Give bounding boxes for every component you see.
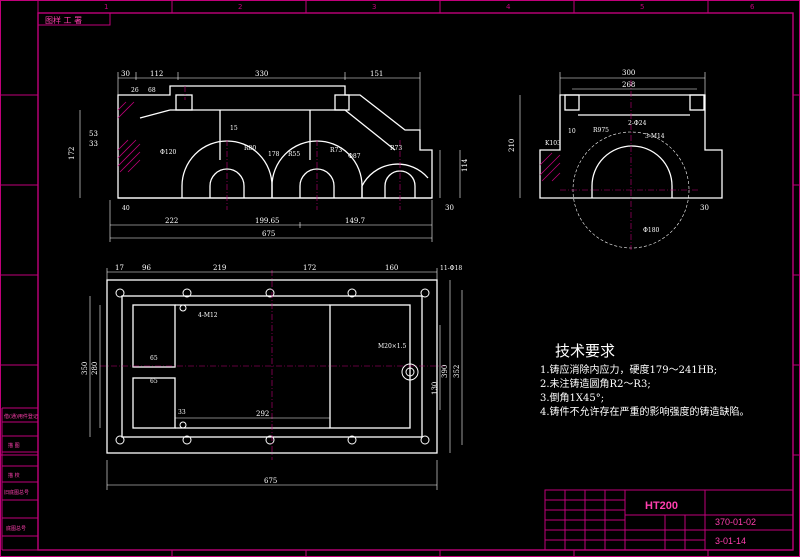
side-note: Φ180 xyxy=(643,227,660,234)
side-note: K103 xyxy=(545,140,561,147)
side-label: 旧底图总号 xyxy=(4,489,29,496)
front-note: 26 xyxy=(131,87,139,94)
tech-req-item: 3.倒角1X45°; xyxy=(540,392,604,404)
front-note: 40 xyxy=(122,205,130,212)
plan-dim-mid: 292 xyxy=(256,410,269,418)
front-note: 178 xyxy=(268,151,280,158)
technical-requirements: 技术要求 1.铸应消除内应力，硬度179～241HB; 2.未注铸造圆角R2～R… xyxy=(540,342,750,418)
title-block: HT200 370-01-02 3-01-14 xyxy=(544,489,794,551)
corner-stamp: 图样 工 署 xyxy=(45,15,82,25)
front-view: 30 112 330 151 172 53 33 222 199.65 149.… xyxy=(68,70,469,242)
front-note: 15 xyxy=(230,125,238,132)
plan-dim-top: 96 xyxy=(142,264,151,272)
tech-req-item: 2.未注铸造圆角R2～R3; xyxy=(540,377,651,390)
inner-border xyxy=(37,12,794,551)
tech-req-title: 技术要求 xyxy=(555,342,615,360)
side-dim: 30 xyxy=(700,204,709,212)
plan-dim-left: 280 xyxy=(91,362,99,375)
plan-dim-top: 219 xyxy=(213,264,226,272)
side-note: R975 xyxy=(593,127,609,134)
corner-stamp-box xyxy=(37,12,111,26)
zone-number: 4 xyxy=(506,3,511,11)
side-registration-strip: 借(通)用件登记 描 图 描 校 旧底图总号 底图总号 xyxy=(1,407,38,551)
side-label: 底图总号 xyxy=(6,525,26,532)
front-dim-bottom: 199.65 xyxy=(255,217,280,225)
front-dim-bottom: 222 xyxy=(165,217,178,225)
material-label: HT200 xyxy=(645,500,678,512)
plan-view: 17 96 219 172 160 11-Φ18 350 280 65 65 3… xyxy=(81,264,462,490)
side-dim: 268 xyxy=(622,81,635,89)
plan-note: 4-M12 xyxy=(198,312,218,319)
zone-number: 3 xyxy=(372,3,376,11)
front-note: R73 xyxy=(390,145,402,152)
front-dim-left: 33 xyxy=(89,140,98,148)
front-note: Φ87 xyxy=(348,153,361,160)
front-dim-right: 114 xyxy=(461,158,469,172)
side-label: 借(通)用件登记 xyxy=(4,413,38,420)
plan-dim-left: 350 xyxy=(81,362,89,375)
plan-dim-top: 160 xyxy=(385,264,398,272)
plan-dim-top: 172 xyxy=(303,264,316,272)
front-note: R55 xyxy=(288,151,300,158)
side-note: 10 xyxy=(568,128,576,135)
zone-numbers: 1 2 3 4 5 6 xyxy=(104,3,755,11)
zone-number: 2 xyxy=(238,3,242,11)
side-note: 2-Φ24 xyxy=(628,120,647,127)
front-dim-top: 30 xyxy=(121,70,130,78)
side-dim: 210 xyxy=(508,139,516,152)
sheet-ref: 3-01-14 xyxy=(715,536,746,546)
front-dim-top: 151 xyxy=(370,70,383,78)
front-dim-left: 172 xyxy=(68,147,76,160)
front-note: Φ120 xyxy=(160,149,177,156)
front-dim-left: 53 xyxy=(89,130,98,138)
front-note: R80 xyxy=(244,145,256,152)
side-view: 300 268 210 30 R975 2-Φ24 3-M14 K103 10 … xyxy=(508,69,723,250)
plan-dim-right: 390 xyxy=(441,365,449,378)
front-dim-top: 112 xyxy=(150,70,163,78)
zone-number: 1 xyxy=(104,3,108,11)
front-dim-top: 330 xyxy=(255,70,268,78)
side-label: 描 图 xyxy=(8,442,20,449)
plan-dim-mid: 33 xyxy=(178,409,186,416)
front-dim-right: 30 xyxy=(445,204,454,212)
plan-note: M20×1.5 xyxy=(378,343,407,350)
front-note: R73 xyxy=(330,147,342,154)
plan-dim-right: 130 xyxy=(431,382,439,395)
front-dim-bottom: 149.7 xyxy=(345,217,365,225)
zone-number: 5 xyxy=(640,3,644,11)
plan-dim-top: 11-Φ18 xyxy=(440,265,462,272)
zone-number: 6 xyxy=(750,3,755,11)
plan-dim-mid: 65 xyxy=(150,378,158,385)
tech-req-item: 4.铸件不允许存在严重的影响强度的铸造缺陷。 xyxy=(540,405,750,418)
side-label: 描 校 xyxy=(8,472,20,479)
plan-dim-top: 17 xyxy=(115,264,124,272)
side-note: 3-M14 xyxy=(645,133,665,140)
front-dim-bottom: 675 xyxy=(262,230,275,238)
plan-dim-bottom: 675 xyxy=(264,477,277,485)
tech-req-item: 1.铸应消除内应力，硬度179～241HB; xyxy=(540,363,717,376)
side-dim: 300 xyxy=(622,69,635,77)
plan-dim-right: 352 xyxy=(453,365,461,378)
drawing-number: 370-01-02 xyxy=(715,517,756,527)
front-note: 68 xyxy=(148,87,156,94)
plan-dim-mid: 65 xyxy=(150,355,158,362)
